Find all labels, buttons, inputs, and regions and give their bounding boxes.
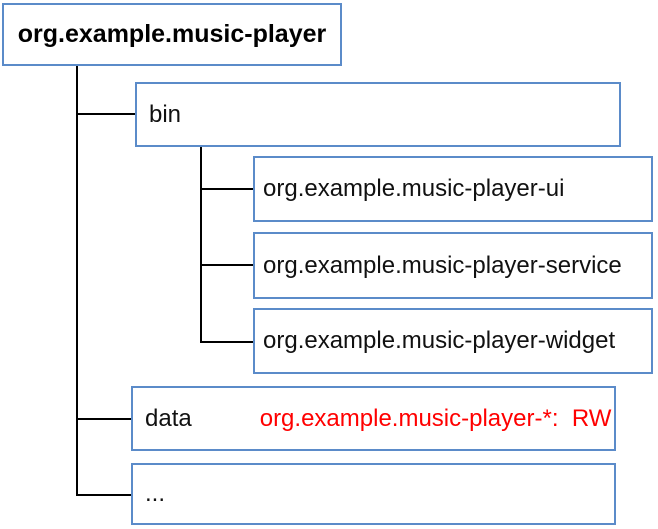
connector-branch-data bbox=[76, 418, 132, 420]
node-ellipsis: ... bbox=[131, 463, 616, 525]
node-music-player-service: org.example.music-player-service bbox=[253, 232, 653, 299]
connector-branch-widget bbox=[200, 341, 254, 343]
connector-branch-bin bbox=[76, 113, 136, 115]
data-permission-annotation: org.example.music-player-*: RW bbox=[259, 404, 612, 432]
node-music-player-ui: org.example.music-player-ui bbox=[253, 156, 653, 222]
connector-root-trunk bbox=[76, 66, 78, 496]
node-data: data org.example.music-player-*: RW bbox=[131, 386, 616, 451]
node-bin-label: bin bbox=[149, 100, 182, 128]
node-music-player-ui-label: org.example.music-player-ui bbox=[263, 175, 565, 202]
node-ellipsis-label: ... bbox=[145, 480, 166, 507]
node-data-label: data bbox=[145, 404, 192, 432]
node-root: org.example.music-player bbox=[2, 3, 342, 66]
connector-branch-ellipsis bbox=[76, 494, 132, 496]
node-music-player-service-label: org.example.music-player-service bbox=[263, 251, 622, 279]
connector-bin-trunk bbox=[200, 146, 202, 343]
node-music-player-widget-label: org.example.music-player-widget bbox=[263, 327, 616, 354]
connector-branch-service bbox=[200, 264, 254, 266]
node-root-label: org.example.music-player bbox=[17, 20, 327, 48]
node-music-player-widget: org.example.music-player-widget bbox=[253, 308, 653, 374]
node-bin: bin bbox=[135, 82, 621, 147]
connector-branch-ui bbox=[200, 188, 254, 190]
